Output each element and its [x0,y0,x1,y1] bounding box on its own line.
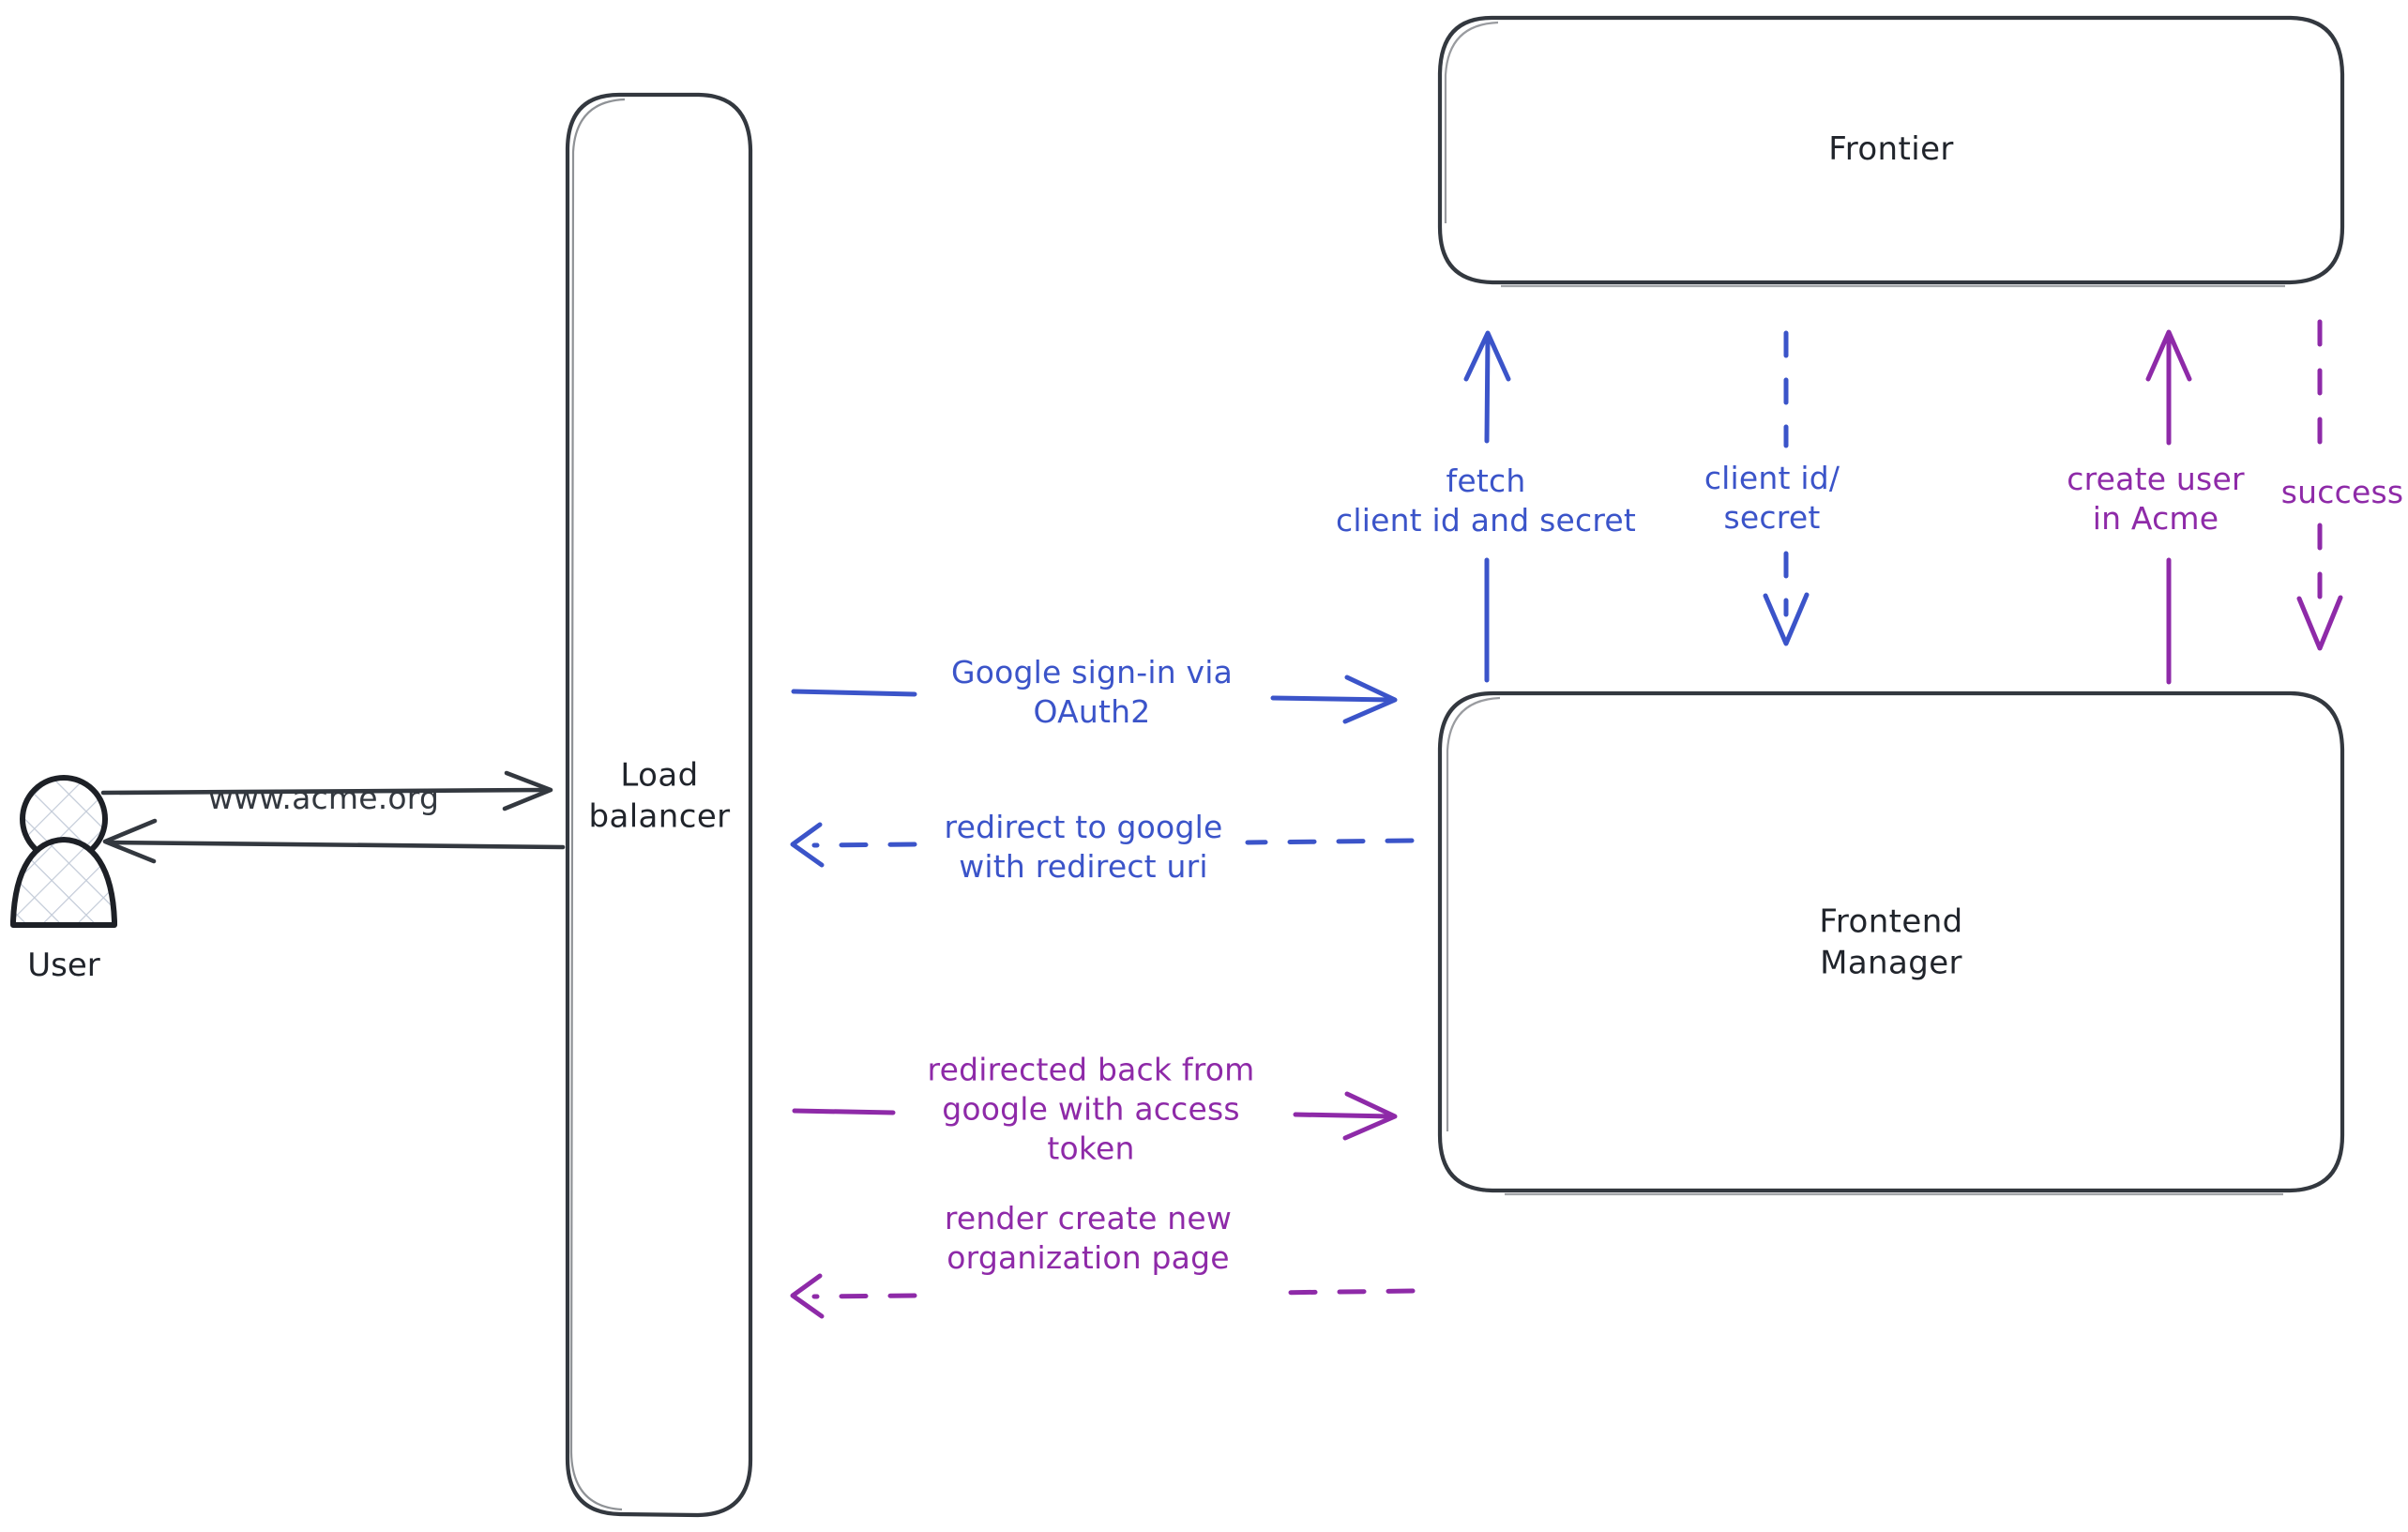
node-load-balancer[interactable] [565,92,753,1518]
edge-create-user-arrow [2145,329,2192,685]
edge-render-create-org-arrow [790,1273,1416,1319]
edge-lb-to-user-arrow [102,818,566,864]
edge-client-id-secret-arrow [1763,330,1810,646]
edge-redirected-back-arrow [792,1091,1398,1141]
edge-user-to-lb-arrow [100,770,553,812]
node-frontend-manager[interactable] [1437,690,2345,1196]
edge-redirect-to-google-arrow [790,822,1415,868]
edge-success-arrow [2296,319,2343,651]
node-frontier[interactable] [1437,15,2345,288]
edge-fetch-client-id-arrow [1463,330,1511,683]
actor-user-icon [10,775,117,928]
edge-google-signin-arrow [791,675,1398,724]
